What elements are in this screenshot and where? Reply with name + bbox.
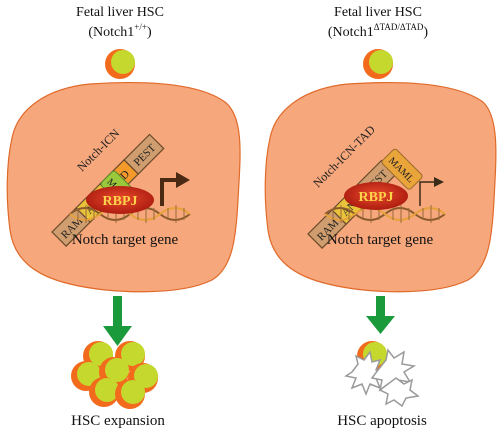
right-gene-label: Notch target gene <box>327 232 434 248</box>
left-outcome-label: HSC expansion <box>71 413 165 429</box>
right-down-arrow-head <box>366 316 395 334</box>
left-hsc-expansion-cluster <box>71 341 158 409</box>
right-maml-box <box>381 148 423 190</box>
right-title-line2: (Notch1ΔTAD/ΔTAD) <box>328 22 429 40</box>
left-gene-label: Notch target gene <box>72 232 179 248</box>
left-hsc-cell-icon <box>105 49 135 79</box>
right-dna-helix <box>324 205 446 223</box>
apoptotic-fragment-2 <box>370 348 417 394</box>
left-down-arrow-shaft <box>113 296 122 330</box>
right-hsc-apoptosis-cluster <box>344 341 420 408</box>
right-transcription-arrow <box>419 181 436 206</box>
right-outcome-label: HSC apoptosis <box>337 413 427 429</box>
apoptotic-fragment-3 <box>378 377 420 408</box>
right-transcription-arrowhead <box>434 177 444 187</box>
left-transcription-arrow <box>160 178 178 206</box>
left-domain-pest <box>123 133 165 175</box>
right-down-arrow-shaft <box>376 296 385 320</box>
right-hsc-cell-icon <box>363 49 393 79</box>
right-rbpj-label: RBPJ <box>359 190 394 205</box>
right-panel: Fetal liver HSC (Notch1ΔTAD/ΔTAD) Notch-… <box>264 5 497 429</box>
left-rbpj-ellipse <box>86 186 154 214</box>
left-down-arrow-head <box>103 326 132 346</box>
right-title-line1: Fetal liver HSC <box>334 5 422 20</box>
right-rbpj-ellipse <box>344 182 408 210</box>
left-title-line2: (Notch1+/+) <box>88 22 152 40</box>
left-transcription-arrowhead <box>176 172 190 188</box>
left-title-line1: Fetal liver HSC <box>76 5 164 20</box>
left-rbpj-label: RBPJ <box>103 194 138 209</box>
left-panel: Fetal liver HSC (Notch1+/+) Notch-ICN RA… <box>6 5 241 429</box>
